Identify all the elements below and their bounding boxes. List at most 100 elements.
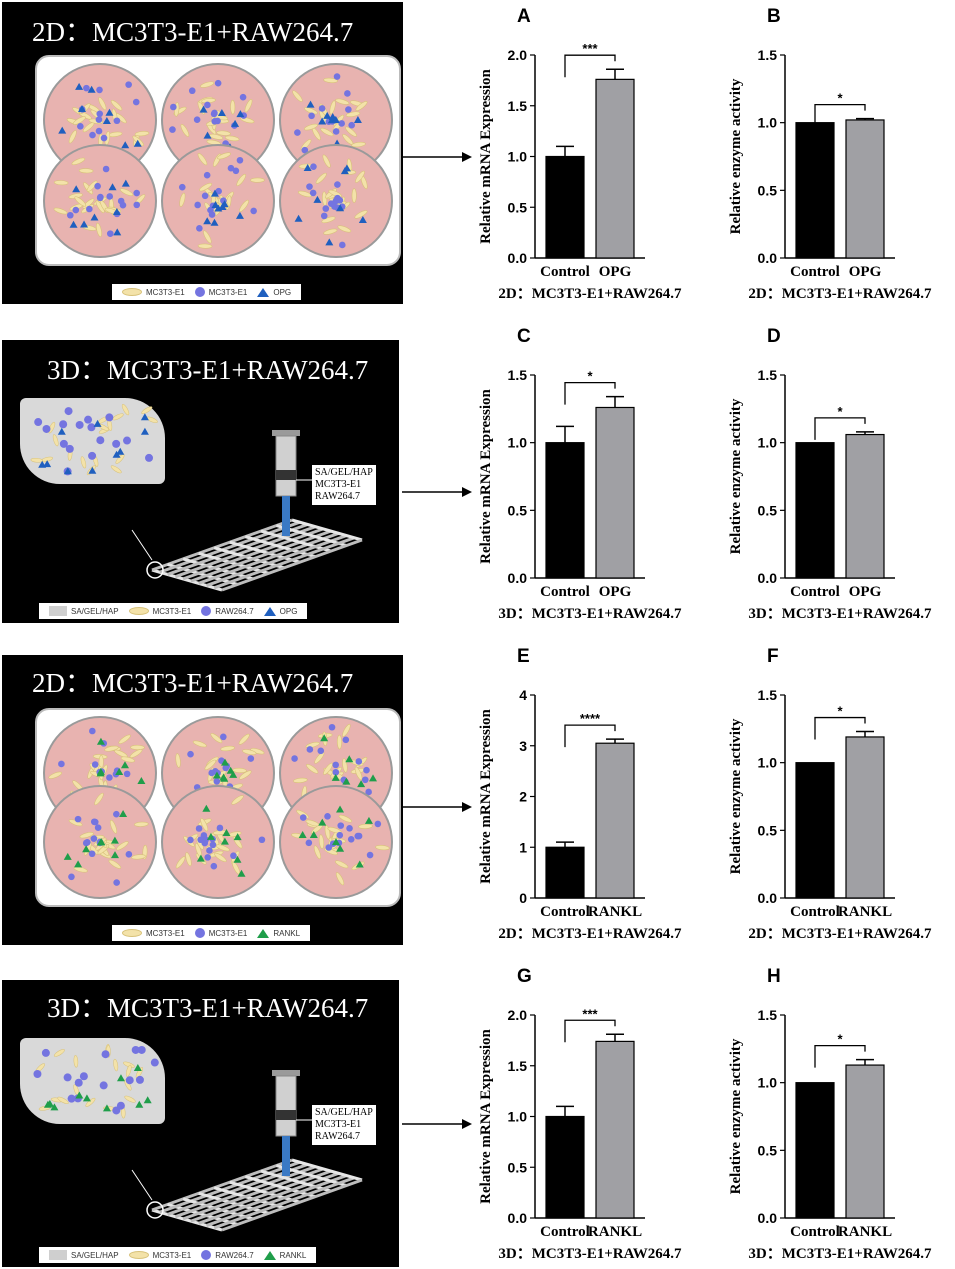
osteoblast-cell bbox=[113, 1058, 119, 1072]
bar-opg bbox=[595, 406, 635, 579]
raw-cell bbox=[101, 1050, 110, 1059]
bar-opg bbox=[845, 433, 885, 579]
marker-protein bbox=[199, 105, 208, 113]
category-label: Control bbox=[790, 904, 840, 920]
y-tick-label: 1.5 bbox=[508, 367, 528, 383]
y-tick-label: 0.0 bbox=[758, 570, 778, 586]
osteoblast-cell bbox=[335, 98, 350, 105]
marker-protein bbox=[82, 1094, 91, 1102]
osteoblast-cell bbox=[30, 457, 44, 463]
syringe-barrel bbox=[275, 435, 297, 497]
raw-cell bbox=[204, 854, 212, 861]
raw-cell bbox=[317, 747, 325, 755]
raw-cell bbox=[320, 212, 328, 220]
raw-cell bbox=[96, 110, 104, 118]
raw-cell bbox=[125, 1076, 134, 1085]
osteoblast-cell bbox=[130, 744, 145, 750]
raw-cell bbox=[123, 436, 132, 445]
raw-cell bbox=[188, 87, 196, 95]
osteoblast-cell bbox=[86, 180, 98, 192]
raw-cell bbox=[322, 205, 330, 212]
raw-cell bbox=[201, 192, 209, 200]
marker-protein bbox=[328, 112, 337, 120]
scaffold-strut bbox=[244, 1175, 316, 1199]
raw-cell bbox=[64, 407, 73, 416]
scaffold-strut bbox=[221, 538, 363, 592]
y-tick-label: 1.5 bbox=[758, 687, 778, 703]
osteoblast-cell bbox=[315, 172, 327, 184]
osteoblast-cell bbox=[250, 177, 265, 183]
osteoblast-cell bbox=[53, 1049, 65, 1057]
osteoblast-cell bbox=[239, 199, 249, 212]
osteoblast-cell bbox=[197, 153, 208, 166]
legend-label: RANKL bbox=[273, 928, 301, 938]
scaffold-strut bbox=[190, 529, 332, 583]
raw-cell bbox=[203, 171, 211, 179]
marker-protein bbox=[220, 200, 229, 208]
syringe-plunger bbox=[272, 1070, 300, 1076]
osteoblast-cell bbox=[303, 123, 318, 131]
scaffold-strut bbox=[182, 1167, 324, 1221]
marker-protein bbox=[140, 427, 149, 435]
category-label: Control bbox=[790, 264, 840, 280]
scaffold-strut bbox=[174, 1165, 316, 1219]
marker-protein bbox=[96, 737, 105, 745]
schematic-title: 2D：MC3T3-E1+RAW264.7 bbox=[32, 668, 354, 698]
category-label: RANKL bbox=[838, 904, 892, 920]
y-tick-label: 0.0 bbox=[508, 1210, 528, 1226]
marker-protein bbox=[358, 216, 367, 224]
bar-control bbox=[545, 846, 585, 899]
raw-cell bbox=[83, 84, 90, 92]
category-label: Control bbox=[790, 584, 840, 600]
syringe-band bbox=[276, 470, 296, 480]
raw-cell bbox=[63, 1073, 72, 1082]
scaffold-strut bbox=[151, 568, 223, 592]
panel-letter: B bbox=[767, 6, 781, 27]
osteoblast-cell bbox=[239, 770, 252, 780]
raw-cell bbox=[132, 98, 140, 106]
y-tick-label: 4 bbox=[519, 687, 527, 703]
raw-cell bbox=[150, 1058, 159, 1067]
bar-control bbox=[545, 1115, 585, 1219]
sheet-contents bbox=[33, 1044, 159, 1119]
well-plate-drawing bbox=[43, 63, 393, 258]
raw-cell bbox=[291, 755, 298, 762]
syringe-label-line: MC3T3-E1 bbox=[315, 479, 362, 490]
osteoblast-cell bbox=[216, 130, 231, 136]
y-tick-label: 0.0 bbox=[758, 1210, 778, 1226]
y-tick-label: 1.0 bbox=[758, 755, 778, 771]
marker-protein bbox=[43, 460, 52, 468]
raw-cell bbox=[105, 413, 114, 422]
osteoblast-cell bbox=[74, 196, 87, 207]
scaffold-strut bbox=[213, 546, 285, 570]
marker-protein bbox=[211, 200, 220, 208]
osteoblast-cell bbox=[215, 844, 230, 852]
well-plate bbox=[35, 708, 401, 907]
significance-bracket bbox=[814, 716, 866, 740]
marker-protein bbox=[331, 773, 340, 781]
scaffold-strut bbox=[182, 557, 254, 581]
marker-protein bbox=[318, 117, 327, 125]
marker-protein bbox=[69, 220, 78, 228]
marker-protein bbox=[336, 805, 345, 813]
x-axis-label: 3D：MC3T3-E1+RAW264.7 bbox=[498, 1246, 682, 1262]
panel-letter: C bbox=[517, 326, 531, 347]
marker-protein bbox=[112, 450, 121, 458]
marker-protein bbox=[231, 119, 240, 127]
marker-protein bbox=[336, 844, 345, 852]
y-tick-label: 0.0 bbox=[508, 250, 528, 266]
osteoblast-cell bbox=[217, 152, 231, 160]
raw-cell bbox=[333, 73, 341, 80]
osteoblast-cell bbox=[68, 130, 77, 144]
legend-item: MC3T3-E1 bbox=[122, 929, 185, 938]
legend: MC3T3-E1 MC3T3-E1 RANKL bbox=[112, 925, 311, 941]
raw-cell bbox=[113, 117, 121, 125]
syringe-icon bbox=[272, 430, 312, 536]
marker-protein bbox=[72, 185, 81, 193]
osteoblast-cell bbox=[175, 753, 181, 768]
legend-item: MC3T3-E1 bbox=[122, 288, 185, 297]
osteoblast-cell bbox=[180, 123, 190, 137]
legend-label: MC3T3-E1 bbox=[208, 928, 248, 938]
raw-cell bbox=[187, 836, 194, 844]
